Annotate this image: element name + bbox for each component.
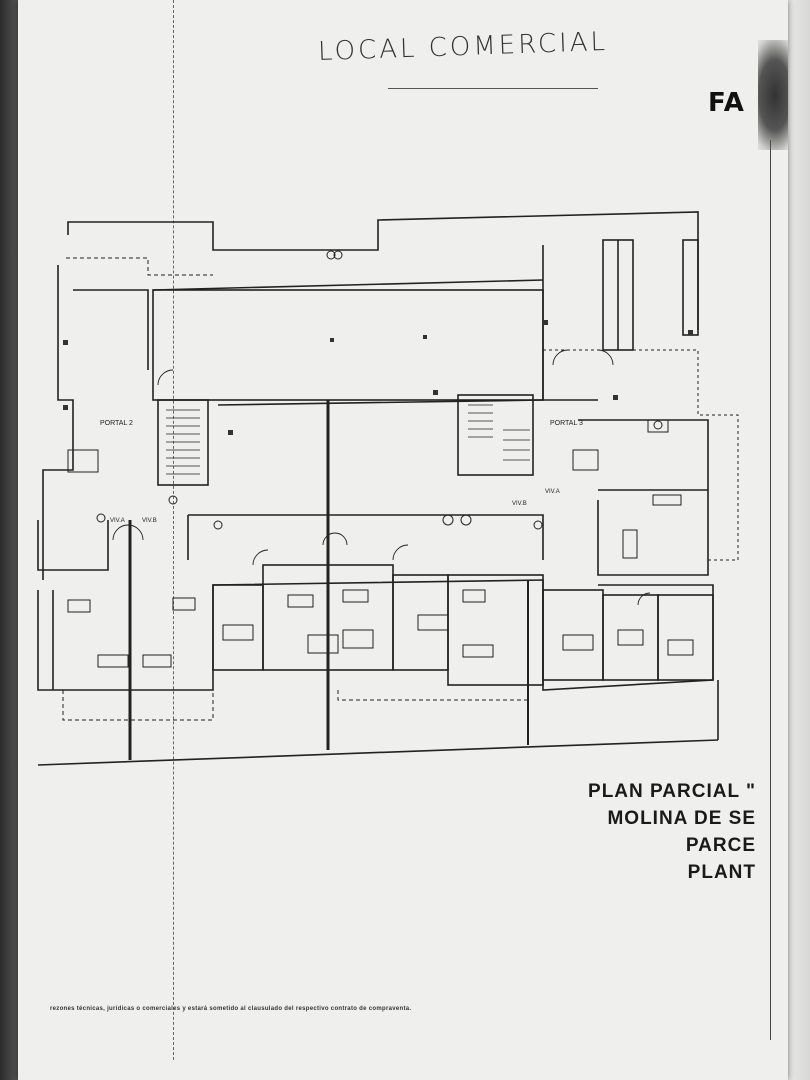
title-line-1: PLAN PARCIAL "	[588, 781, 756, 802]
label-viv-a-right: VIV.A	[545, 489, 560, 495]
background-edge-left	[0, 0, 18, 1080]
company-logo: FA	[708, 88, 745, 118]
label-viv-a-left: VIV.A	[110, 518, 125, 524]
central-hall	[152, 289, 544, 401]
label-portal-2: PORTAL 2	[100, 420, 133, 427]
background-edge-right	[788, 0, 810, 1080]
underline	[388, 88, 598, 89]
title-line-3: PARCE	[685, 835, 756, 856]
title-line-4: PLANT	[687, 862, 756, 883]
title-line-2: MOLINA DE SE	[607, 808, 756, 829]
stair-portal-3	[457, 394, 534, 476]
plan-dashed-top	[66, 257, 213, 276]
plan-left-wall	[42, 265, 74, 580]
plan-lower-units	[37, 579, 714, 691]
floor-plan: PORTAL 2 PORTAL 3 VIV.A VIV.B VIV.B VIV.…	[37, 211, 739, 766]
plan-bottom-line	[37, 739, 719, 766]
paper-sheet: LOCAL COMERCIAL FA	[18, 0, 788, 1080]
label-viv-b-left: VIV.B	[142, 518, 157, 524]
logo-mark-icon	[758, 40, 788, 150]
label-portal-3: PORTAL 3	[550, 420, 583, 427]
label-viv-b-right: VIV.B	[512, 501, 527, 507]
sheet-border-line	[770, 140, 771, 1040]
title-block: PLAN PARCIAL " MOLINA DE SE PARCE PLANT	[588, 778, 756, 886]
plan-outer-top	[67, 211, 699, 330]
dashed-margin-line	[173, 0, 175, 1060]
stair-portal-2	[157, 399, 209, 486]
legal-footnote: rezones técnicas, jurídicas o comerciale…	[50, 1006, 412, 1012]
